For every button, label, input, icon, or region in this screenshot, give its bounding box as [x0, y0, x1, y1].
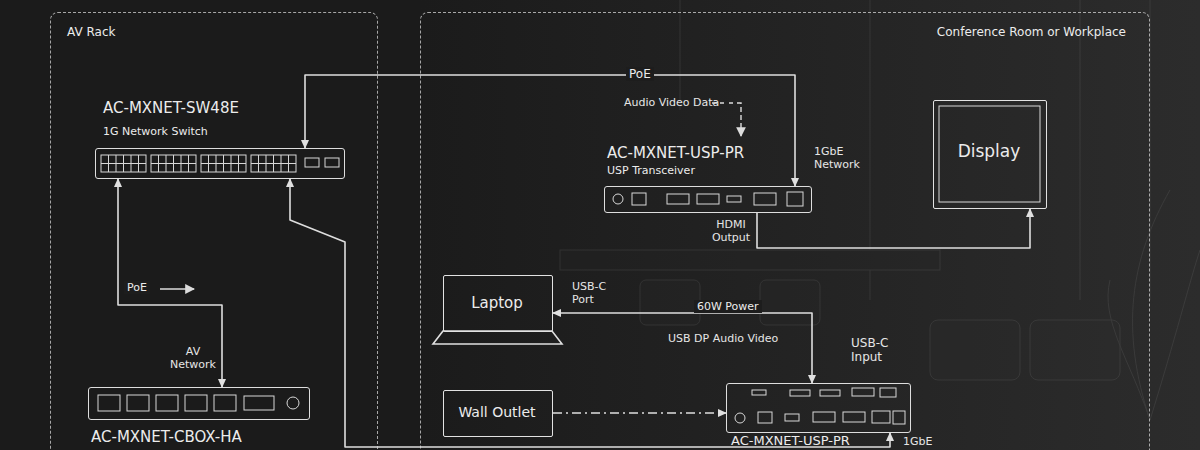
- rj45-port: [127, 395, 149, 411]
- signal-label: 1GbE Network: [814, 145, 876, 171]
- terminal-block: [754, 193, 776, 205]
- signal-label: USB-C Input: [851, 336, 899, 365]
- port-grid: [101, 155, 296, 172]
- terminal-block: [244, 396, 274, 410]
- port-block: [101, 155, 296, 172]
- ir-port: [632, 193, 646, 205]
- usbc-port: [785, 414, 799, 421]
- chair: [1030, 320, 1120, 380]
- connector-label: PoE: [124, 281, 150, 294]
- usbc-port: [727, 196, 741, 202]
- chair: [760, 280, 820, 325]
- hdmi-port: [697, 194, 719, 204]
- transceiver-box: AC-MXNET-USP-PR: [726, 383, 911, 433]
- node-title: AC-MXNET-CBOX-HA: [91, 428, 331, 446]
- node-title: Display: [934, 141, 1044, 161]
- network-switch: AC-MXNET-SW48E1G Network Switch: [95, 148, 345, 179]
- hdmi-port: [813, 412, 835, 422]
- signal-label: 1GbE: [903, 435, 943, 448]
- sfp-port: [325, 158, 339, 167]
- hdmi-port: [667, 194, 689, 204]
- signal-line: [305, 75, 795, 186]
- node-subtitle: USP Transceiver: [607, 164, 807, 177]
- room-region: AC-MXNET-USP-PRUSP TransceiverDisplayLap…: [420, 12, 1150, 450]
- connector-label: PoE: [626, 67, 654, 81]
- table: [560, 250, 940, 270]
- signal-label: AV Network: [164, 345, 222, 371]
- plant: [1108, 190, 1200, 420]
- node-subtitle: 1G Network Switch: [103, 125, 303, 138]
- power-line: [553, 412, 726, 414]
- terminal-block: [872, 411, 890, 423]
- window-frame: [1080, 0, 1081, 300]
- signal-line: [118, 179, 222, 387]
- chair: [640, 280, 700, 325]
- room-illustration: [560, 0, 1200, 420]
- ceiling-light: [680, 0, 681, 110]
- wall-outlet: Wall Outlet: [443, 390, 553, 437]
- rj45-port: [156, 395, 178, 411]
- room-backdrop: [420, 0, 1200, 450]
- terminal-block: [880, 388, 896, 397]
- hdmi-port: [843, 412, 865, 422]
- usbc-port: [752, 390, 766, 395]
- usp-ports: [613, 192, 803, 206]
- transceiver-box: AC-MXNET-USP-PRUSP Transceiver: [604, 186, 812, 213]
- signal-line: [290, 179, 890, 447]
- node-title: Wall Outlet: [444, 404, 550, 421]
- ir-port: [758, 412, 772, 423]
- node-title: AC-MXNET-SW48E: [103, 99, 363, 117]
- sfp-port: [305, 158, 319, 167]
- signal-label: Audio Video Data: [624, 96, 744, 109]
- cbox-ports: [98, 395, 299, 411]
- signal-line: [553, 313, 812, 383]
- signal-line: [757, 209, 1030, 248]
- signal-label: HDMI Output: [702, 218, 760, 244]
- node-title: AV Rack: [67, 25, 267, 39]
- usb-port: [790, 390, 810, 396]
- rj45-port: [98, 395, 120, 411]
- display-screen: Display: [933, 100, 1047, 209]
- direction-arrow: [160, 288, 194, 289]
- power-jack: [287, 397, 299, 409]
- rj45-port: [787, 192, 803, 206]
- signal-label: USB DP Audio Video: [668, 332, 798, 345]
- rack-region: AC-MXNET-SW48E1G Network SwitchAC-MXNET-…: [50, 12, 378, 450]
- power-jack: [613, 194, 623, 204]
- rj45-port: [185, 395, 207, 411]
- laptop-base: [433, 331, 562, 344]
- usp-ports: [735, 388, 905, 424]
- node-title: Laptop: [444, 294, 550, 312]
- rj45-port: [214, 395, 236, 411]
- node-title: Conference Room or Workplace: [901, 25, 1126, 39]
- hdmi-port: [852, 388, 874, 396]
- signal-label: USB-C Port: [572, 280, 618, 306]
- usb-port: [820, 390, 840, 396]
- power-jack: [735, 413, 745, 423]
- node-title: AC-MXNET-USP-PR: [607, 144, 837, 162]
- connector-label: 60W Power: [694, 300, 762, 313]
- control-box: AC-MXNET-CBOX-HA: [88, 387, 310, 420]
- chair: [930, 320, 1020, 380]
- laptop-screen: Laptop: [443, 275, 553, 332]
- rj45-port: [893, 411, 905, 424]
- switch-ports: [101, 155, 339, 172]
